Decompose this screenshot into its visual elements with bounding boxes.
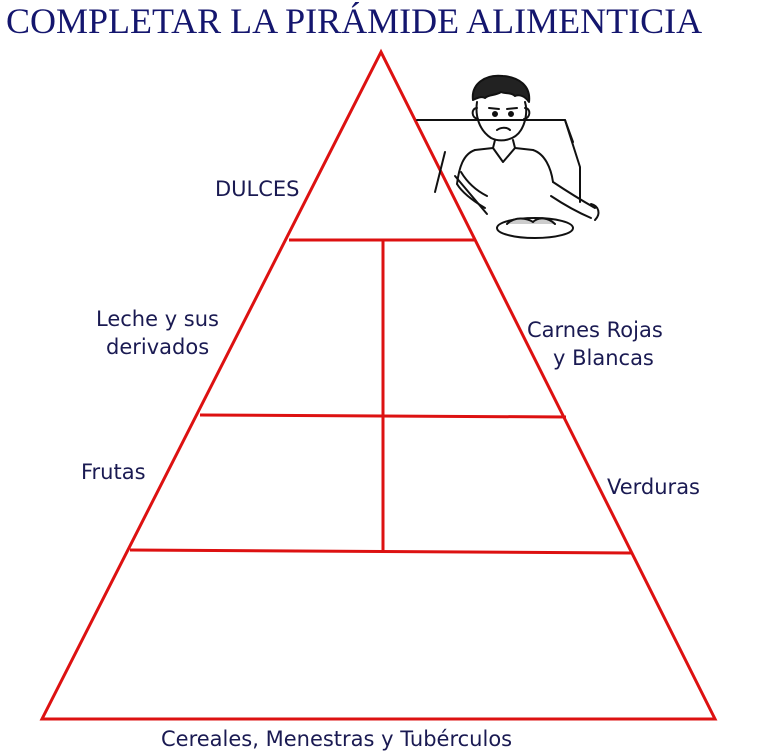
divider-level-3 (129, 548, 632, 555)
label-dulces: DULCES (215, 177, 300, 201)
pyramid-outline (39, 48, 718, 721)
label-frutas: Frutas (81, 460, 146, 484)
page-title: COMPLETAR LA PIRÁMIDE ALIMENTICIA (6, 1, 703, 41)
boy-eating-at-table-drawing (416, 74, 600, 239)
label-cereales: Cereales, Menestras y Tubérculos (161, 727, 513, 751)
label-carnes-line1: Carnes Rojas (527, 318, 663, 342)
label-carnes-line2: y Blancas (553, 346, 654, 370)
label-leche-line2: derivados (106, 335, 210, 359)
label-verduras: Verduras (607, 475, 701, 499)
label-leche-line1: Leche y sus (96, 307, 219, 331)
